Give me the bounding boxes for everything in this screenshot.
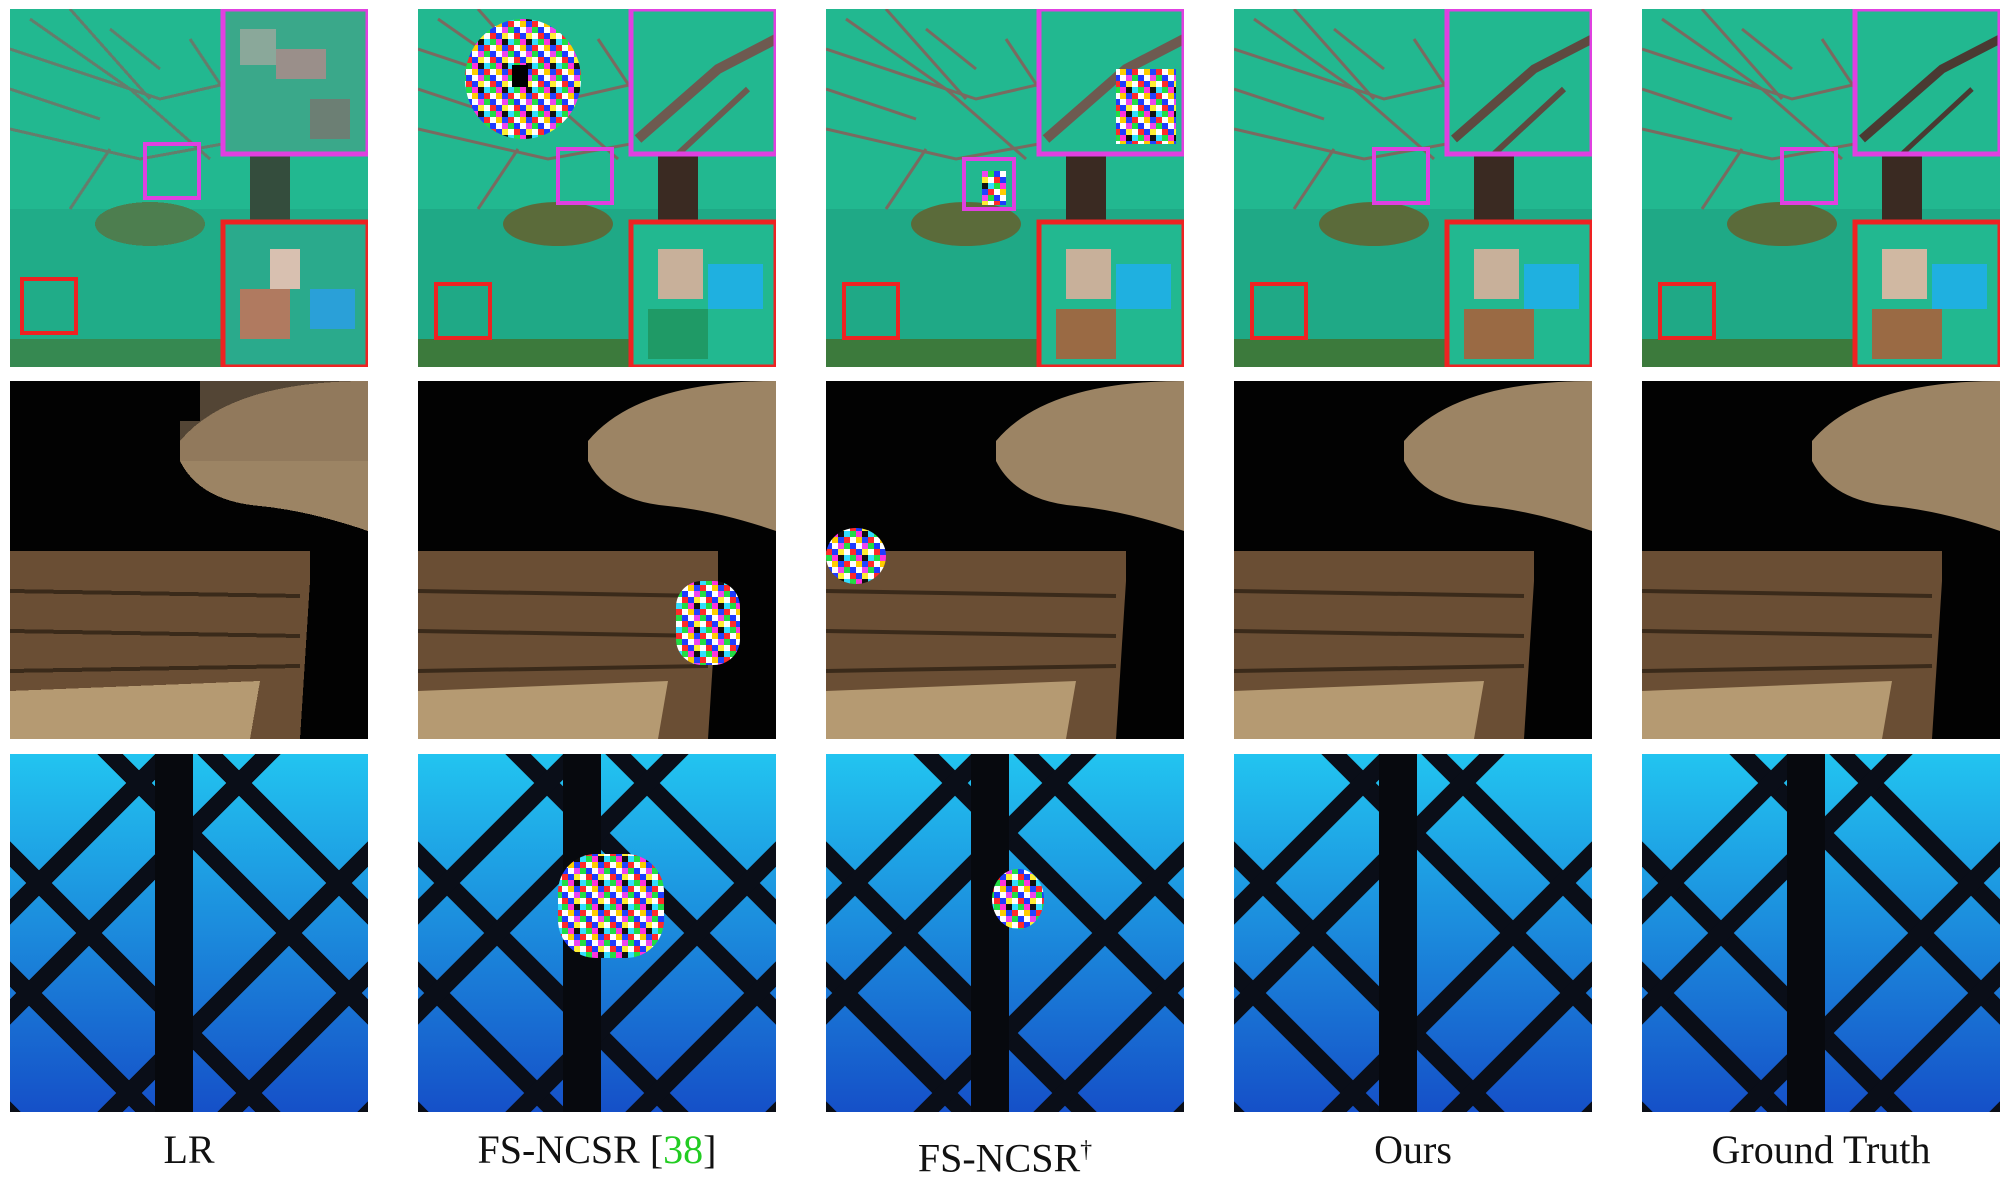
lattice-ours-image bbox=[1234, 754, 1592, 1112]
lattice-lr-image bbox=[10, 754, 368, 1112]
lake-fsncsr-dagger-image bbox=[826, 9, 1184, 367]
fur-ground-truth-image bbox=[1642, 381, 2000, 739]
lattice-ground-truth-image bbox=[1642, 754, 2000, 1112]
citation-link[interactable]: 38 bbox=[663, 1127, 704, 1172]
fur-lr-image bbox=[10, 381, 368, 739]
caption-fsncsr-dagger: FS-NCSR† bbox=[826, 1120, 1184, 1188]
caption-ground-truth-text: Ground Truth bbox=[1711, 1127, 1931, 1172]
lake-lr-image bbox=[10, 9, 368, 367]
lake-ours-image bbox=[1234, 9, 1592, 367]
caption-ours: Ours bbox=[1234, 1120, 1592, 1180]
caption-fsncsr-dagger-text: FS-NCSR bbox=[917, 1135, 1081, 1181]
fur-fsncsr-image bbox=[418, 381, 776, 739]
lake-ground-truth-image bbox=[1642, 9, 2000, 367]
caption-ours-text: Ours bbox=[1374, 1127, 1452, 1172]
caption-fsncsr-text: FS-NCSR bbox=[477, 1127, 640, 1172]
caption-ground-truth: Ground Truth bbox=[1642, 1120, 2000, 1180]
caption-fsncsr: FS-NCSR [38] bbox=[477, 1127, 717, 1172]
lake-fsncsr-image bbox=[418, 9, 776, 367]
caption-lr-text: LR bbox=[163, 1127, 215, 1172]
lattice-fsncsr-dagger-image bbox=[826, 754, 1184, 1112]
fur-ours-image bbox=[1234, 381, 1592, 739]
dagger-mark: † bbox=[1080, 1137, 1093, 1163]
fur-fsncsr-dagger-image bbox=[826, 381, 1184, 739]
caption-lr: LR bbox=[10, 1120, 368, 1180]
lattice-fsncsr-image bbox=[418, 754, 776, 1112]
